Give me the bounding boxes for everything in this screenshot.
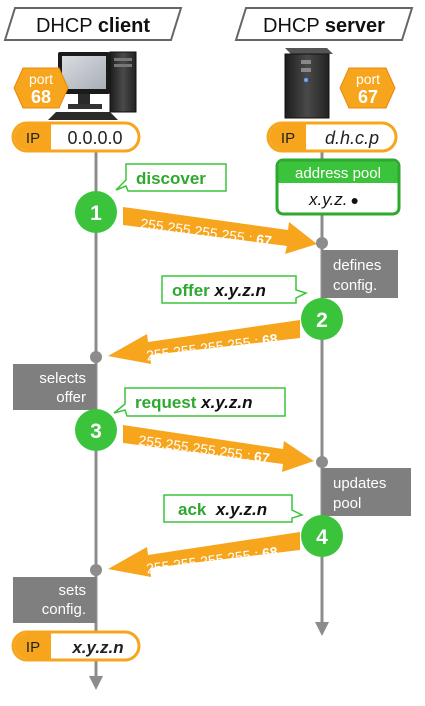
client-port-value: 68 bbox=[31, 87, 51, 107]
arrow-offer-port: 68 bbox=[261, 330, 279, 348]
arrow-offer: 255.255.255.255 : 68 bbox=[108, 320, 300, 364]
server-port-value: 67 bbox=[358, 87, 378, 107]
server-lifeline bbox=[315, 150, 329, 636]
note-defines-line1: defines bbox=[333, 257, 381, 274]
svg-text:ack x.y.z.n: ack x.y.z.n bbox=[178, 500, 267, 519]
message-text-ack: ack bbox=[178, 500, 216, 519]
svg-text:x.y.z.●: x.y.z.● bbox=[308, 190, 359, 209]
message-address-request: x.y.z.n bbox=[200, 393, 252, 412]
note-defines-config: defines config. bbox=[322, 250, 398, 298]
step-number-2: 2 bbox=[316, 309, 328, 332]
client-final-ip-value: x.y.z.n bbox=[71, 638, 123, 657]
note-selects-line1: selects bbox=[39, 370, 86, 387]
message-address-ack: x.y.z.n bbox=[215, 500, 267, 519]
step-badge-4: 4 bbox=[301, 515, 343, 557]
step-number-4: 4 bbox=[316, 526, 328, 549]
message-text-offer: offer bbox=[172, 281, 215, 300]
address-pool-value: x.y.z. bbox=[308, 190, 347, 209]
event-dot-client-1 bbox=[90, 351, 102, 363]
arrow-request-port: 67 bbox=[253, 448, 271, 466]
svg-text:DHCP server: DHCP server bbox=[263, 15, 385, 37]
server-tower-icon bbox=[284, 48, 333, 119]
server-port-badge: port 67 bbox=[339, 67, 396, 109]
client-port-label: port bbox=[29, 71, 53, 87]
message-label-discover: discover bbox=[115, 163, 227, 192]
server-title-box: DHCP server bbox=[234, 7, 414, 41]
server-ip-value: d.h.c.p bbox=[325, 128, 379, 148]
note-updates-pool: updates pool bbox=[322, 468, 411, 516]
step-number-1: 1 bbox=[90, 202, 102, 225]
note-selects-line2: offer bbox=[56, 389, 86, 406]
note-updates-line2: pool bbox=[333, 495, 361, 512]
event-dot-server-2 bbox=[316, 456, 328, 468]
arrow-discover-port: 67 bbox=[255, 231, 273, 249]
step-badge-1: 1 bbox=[75, 191, 117, 233]
note-sets-config: sets config. bbox=[13, 577, 96, 623]
arrow-ack: 255.255.255.255 : 68 bbox=[108, 532, 300, 577]
client-ip-pill: IP 0.0.0.0 bbox=[11, 121, 141, 153]
step-badge-2: 2 bbox=[301, 298, 343, 340]
server-ip-label: IP bbox=[281, 130, 295, 147]
client-title-bold: client bbox=[98, 15, 151, 37]
message-text-request: request bbox=[135, 393, 201, 412]
client-final-ip-label: IP bbox=[26, 639, 40, 656]
note-sets-line1: sets bbox=[58, 582, 86, 599]
note-updates-line1: updates bbox=[333, 475, 386, 492]
arrow-ack-port: 68 bbox=[261, 543, 279, 561]
client-title-box: DHCP client bbox=[3, 7, 183, 41]
event-dot-server-1 bbox=[316, 237, 328, 249]
address-pool-box: address pool x.y.z.● bbox=[275, 158, 401, 216]
arrow-request: 255.255.255.255 : 67 bbox=[123, 425, 314, 472]
note-defines-line2: config. bbox=[333, 277, 377, 294]
step-badge-3: 3 bbox=[75, 409, 117, 451]
svg-text:DHCP client: DHCP client bbox=[36, 15, 150, 37]
client-title-prefix: DHCP bbox=[36, 15, 98, 37]
event-dot-client-2 bbox=[90, 564, 102, 576]
server-title-bold: server bbox=[325, 15, 385, 37]
client-ip-value: 0.0.0.0 bbox=[67, 128, 122, 148]
message-label-offer: offer x.y.z.n bbox=[161, 275, 309, 304]
client-port-badge: port 68 bbox=[13, 67, 69, 109]
note-selects-offer: selects offer bbox=[13, 364, 96, 410]
address-pool-dot: ● bbox=[350, 192, 358, 208]
note-sets-line2: config. bbox=[42, 601, 86, 618]
svg-text:offer x.y.z.n: offer x.y.z.n bbox=[172, 281, 266, 300]
server-ip-pill: IP d.h.c.p bbox=[266, 121, 398, 153]
message-label-ack: ack x.y.z.n bbox=[163, 494, 305, 523]
step-number-3: 3 bbox=[90, 420, 102, 443]
message-label-request: request x.y.z.n bbox=[113, 387, 286, 417]
address-pool-title: address pool bbox=[295, 165, 381, 182]
message-address-offer: x.y.z.n bbox=[214, 281, 266, 300]
server-title-prefix: DHCP bbox=[263, 15, 325, 37]
server-port-label: port bbox=[356, 71, 380, 87]
svg-text:request x.y.z.n: request x.y.z.n bbox=[135, 393, 252, 412]
computer-icon bbox=[48, 51, 137, 120]
message-text-discover: discover bbox=[136, 169, 206, 188]
client-ip-label: IP bbox=[26, 130, 40, 147]
client-final-ip-pill: IP x.y.z.n bbox=[11, 630, 141, 662]
svg-text:255.255.255.255 : 67: 255.255.255.255 : 67 bbox=[137, 432, 271, 466]
